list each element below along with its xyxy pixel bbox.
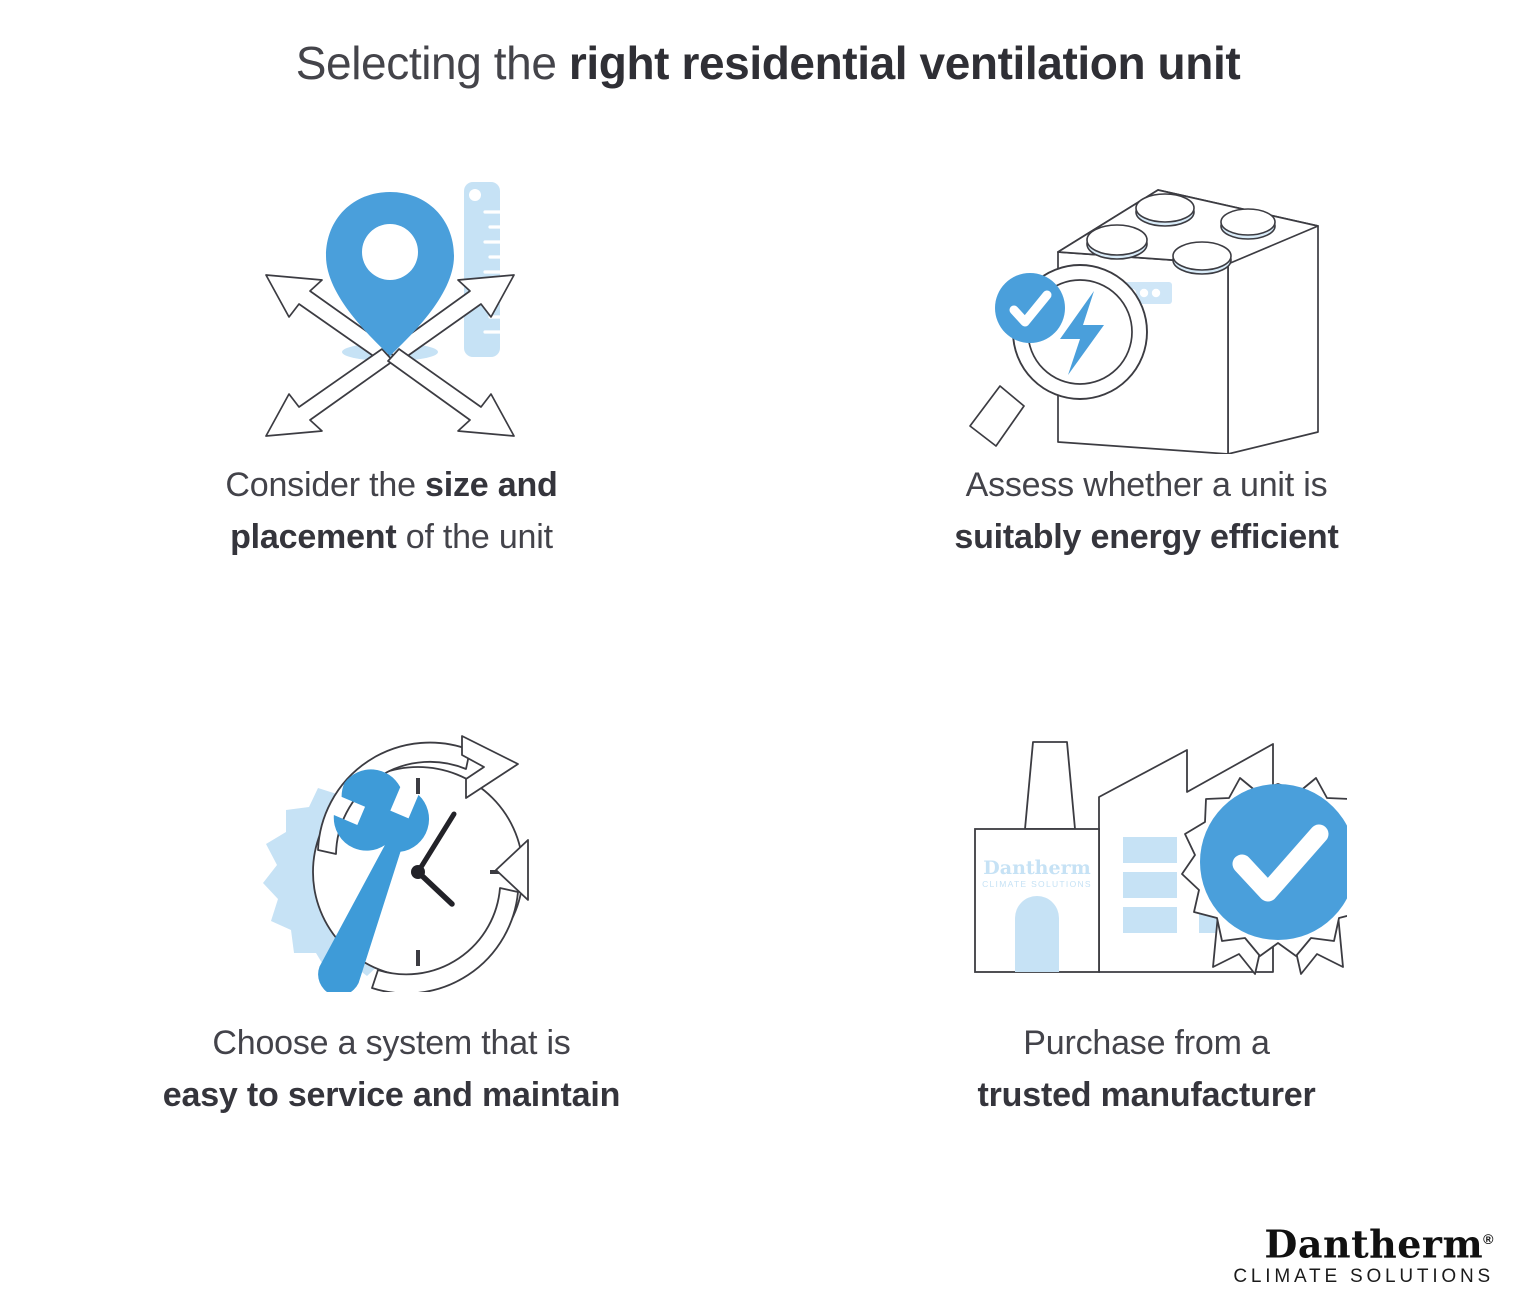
card-service-and-maintain[interactable]: Choose a system that is easy to service … (40, 697, 743, 1181)
brand-logo-name: Dantherm® (1264, 1219, 1494, 1265)
card-trusted-manufacturer[interactable]: Dantherm CLIMATE SOLUTIONS (795, 697, 1498, 1181)
caption-line1-light: Assess whether a unit is (965, 466, 1328, 504)
svg-text:Dantherm: Dantherm (983, 857, 1090, 879)
factory-certification-badge-icon: Dantherm CLIMATE SOLUTIONS (973, 741, 1347, 975)
unit-ports (1085, 193, 1276, 275)
card-caption: Assess whether a unit is suitably energy… (823, 459, 1470, 563)
clock-hands (410, 811, 456, 907)
caption-line2-bold: easy to service and maintain (162, 1076, 621, 1114)
card-caption: Consider the size and placement of the u… (68, 459, 715, 563)
caption-line1-light: Choose a system that is (212, 1024, 571, 1062)
registered-trademark-icon: ® (1483, 1231, 1494, 1248)
caption-line1-light: Purchase from a (1023, 1024, 1270, 1062)
factory-wall-logo: Dantherm CLIMATE SOLUTIONS (982, 857, 1092, 889)
caption-line1-bold: size and (425, 466, 558, 504)
page-title: Selecting the right residential ventilat… (0, 34, 1536, 92)
page-title-light: Selecting the (295, 37, 569, 89)
icon-container (795, 159, 1498, 459)
icon-container (40, 697, 743, 1017)
card-energy-efficiency[interactable]: Assess whether a unit is suitably energy… (795, 159, 1498, 650)
check-badge-icon (994, 273, 1065, 343)
card-caption: Purchase from a trusted manufacturer (823, 1017, 1470, 1121)
map-pin-shape (325, 192, 454, 356)
badge-check-icon (1199, 784, 1347, 940)
factory-door (1014, 896, 1059, 972)
ventilation-unit-magnifier-icon (968, 189, 1319, 454)
caption-line2-bold: suitably energy efficient (954, 518, 1339, 556)
lightning-bolt-icon (1059, 291, 1104, 375)
brand-logo-tagline: CLIMATE SOLUTIONS (1233, 1266, 1494, 1287)
page-title-bold: right residential ventilation unit (568, 37, 1241, 89)
brand-logo: Dantherm® CLIMATE SOLUTIONS (1233, 1219, 1494, 1288)
clock-wrench-gear-icon (262, 735, 529, 992)
caption-line2-bold: placement (230, 518, 397, 556)
location-pin-arrows-ruler-icon (264, 182, 515, 437)
caption-line1-light: Consider the (225, 466, 426, 504)
factory-chimney (1023, 741, 1076, 830)
caption-line2-bold: trusted manufacturer (977, 1076, 1316, 1114)
direction-arrows (264, 274, 515, 437)
icon-container (40, 159, 743, 459)
wrench-shape (317, 769, 429, 992)
svg-text:CLIMATE SOLUTIONS: CLIMATE SOLUTIONS (982, 879, 1092, 889)
refresh-arrow (316, 735, 529, 992)
brand-logo-wordmark: Dantherm (1264, 1222, 1484, 1267)
card-caption: Choose a system that is easy to service … (68, 1017, 715, 1121)
ruler-shape (463, 182, 502, 357)
caption-line2-light: of the unit (396, 518, 553, 556)
card-size-and-placement[interactable]: Consider the size and placement of the u… (40, 159, 743, 650)
icon-container: Dantherm CLIMATE SOLUTIONS (795, 697, 1498, 1017)
